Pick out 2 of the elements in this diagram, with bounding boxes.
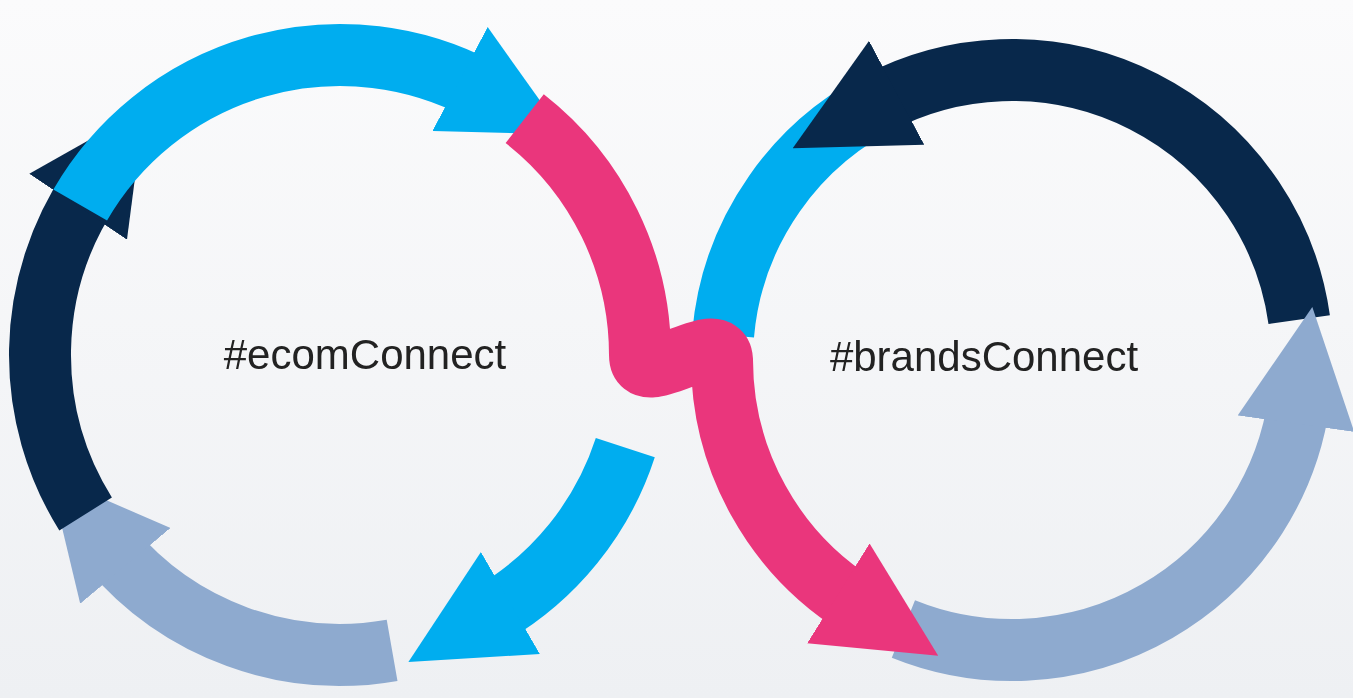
hashtag-label: #ecomConnect — [223, 331, 507, 379]
hashtag-label: #brandsConnect — [829, 333, 1139, 381]
